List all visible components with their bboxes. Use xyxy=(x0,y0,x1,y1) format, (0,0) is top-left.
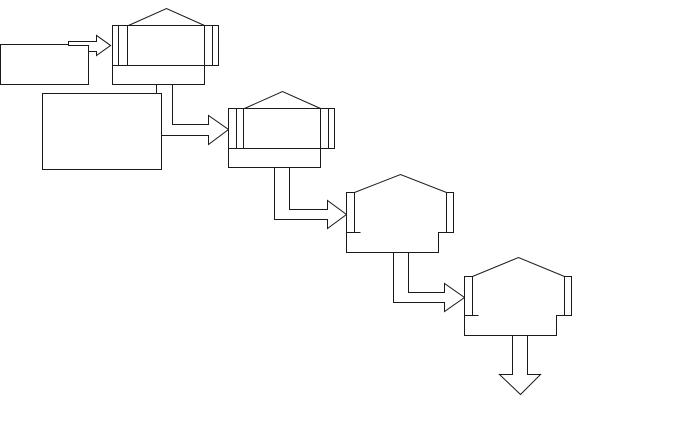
stage-1 xyxy=(112,7,219,85)
stage-4 xyxy=(464,256,572,336)
input-box-2 xyxy=(42,93,162,170)
arrow-input1-head xyxy=(68,34,112,57)
stage-3 xyxy=(346,173,454,253)
arrow-stage1-to-stage2 xyxy=(156,84,230,146)
input-box-1 xyxy=(0,44,89,85)
stage-3-body xyxy=(346,173,454,253)
output-arrow-down xyxy=(498,335,542,396)
stage-2-body xyxy=(228,108,335,149)
stage-1-roof xyxy=(128,7,205,26)
stage-4-body xyxy=(464,256,572,336)
stage-1-body xyxy=(112,25,219,66)
stage-2 xyxy=(228,90,335,168)
stage-1-base xyxy=(112,65,205,85)
stage-2-roof xyxy=(244,90,321,109)
stage-2-base xyxy=(228,148,321,168)
arrow-stage3-to-stage4 xyxy=(393,252,466,313)
arrow-stage2-to-stage3 xyxy=(274,167,348,230)
